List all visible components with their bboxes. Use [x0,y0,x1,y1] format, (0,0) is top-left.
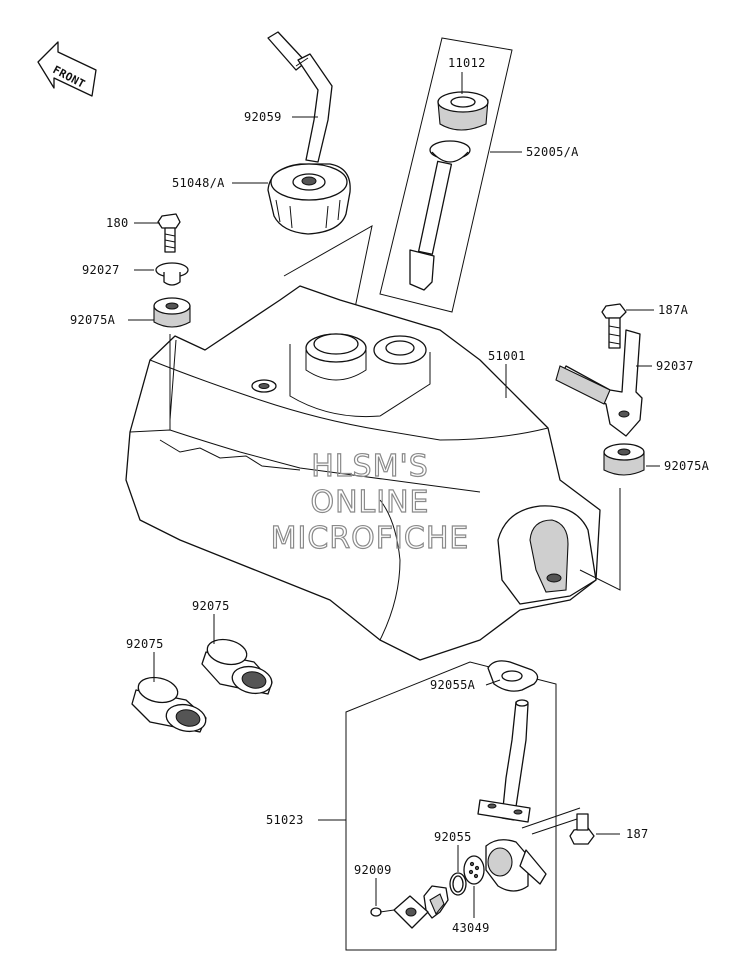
callout-43049: 43049 [452,921,490,935]
fuel-tap-box [345,661,557,951]
bolt-187a [601,303,627,349]
watermark-line-1: HLSM'S [311,449,429,484]
callout-180: 180 [106,216,129,230]
damper-right [603,443,645,476]
callout-92075-left: 92075 [126,637,164,651]
fuel-tap [477,699,547,892]
callout-187a: 187A [658,303,689,317]
grommet-11012 [437,91,489,131]
leader-lines [128,72,660,918]
callout-92075-top: 92075 [192,599,230,613]
callout-92075a-left: 92075A [70,313,116,327]
screw-92009 [370,907,395,917]
breather-hose [267,31,333,163]
callout-92055: 92055 [434,830,472,844]
watermark-line-2: ONLINE [310,485,429,520]
callout-51001: 51001 [488,349,526,363]
callout-51023: 51023 [266,813,304,827]
gauge-bracket [379,37,513,313]
callout-11012: 11012 [448,56,486,70]
strap-92037 [555,329,643,437]
fuel-tank [125,285,601,661]
watermark-line-3: MICROFICHE [271,521,470,556]
callout-92037: 92037 [656,359,694,373]
sleeve-upper [201,638,273,695]
callout-92027: 92027 [82,263,120,277]
fuel-cap [267,163,351,235]
callout-92075a-right: 92075A [664,459,710,473]
watermark: HLSM'S ONLINE MICROFICHE [270,448,470,556]
bolt-180 [157,213,181,253]
callout-92059: 92059 [244,110,282,124]
callout-52005a: 52005/A [526,145,579,159]
bolt-187 [521,807,595,845]
callout-51048a: 51048/A [172,176,225,190]
right-damper-leader [579,488,621,591]
callout-187: 187 [626,827,649,841]
filter-43049 [463,855,485,885]
tap-plate [393,895,429,929]
sleeve-lower [131,676,207,733]
front-arrow-icon: FRONT [37,41,97,97]
callout-92055a: 92055A [430,678,476,692]
gasket-92055a [487,660,539,692]
cap-leader [283,225,373,333]
fuel-gauge-52005 [409,140,471,291]
o-ring-92055 [449,872,467,896]
damper-left [153,297,191,328]
callout-92009: 92009 [354,863,392,877]
collar-92027 [155,262,189,286]
callout-labels: 92059 11012 52005/A 51048/A 180 92027 92… [70,56,710,935]
